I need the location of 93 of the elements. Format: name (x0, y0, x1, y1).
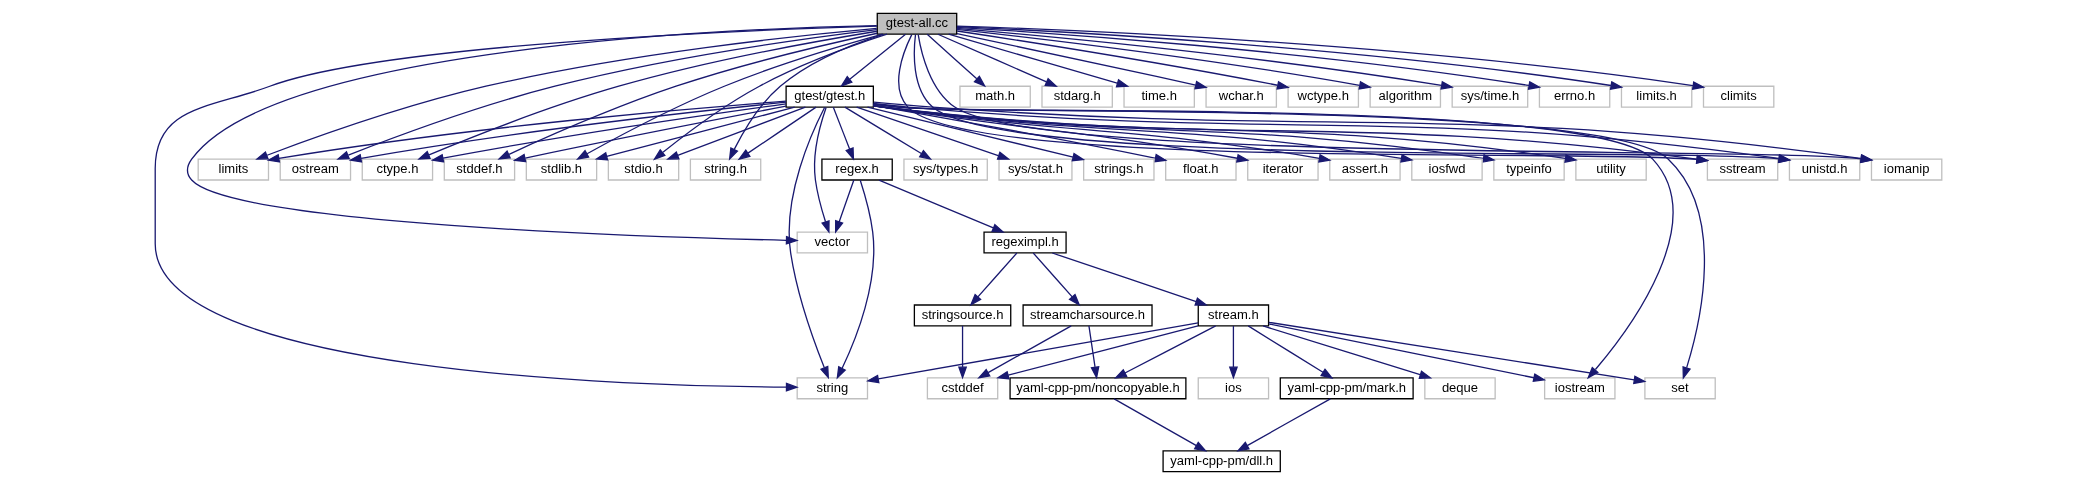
arrow (1113, 398, 1208, 452)
node-box: sys/types.h (903, 158, 988, 181)
arrow (958, 325, 968, 380)
arrow (652, 33, 888, 161)
node-box: iterator (1247, 158, 1319, 181)
arrow (977, 325, 1072, 379)
node-box: algorithm (1369, 85, 1442, 108)
arrow (1051, 252, 1209, 306)
node-box: regeximpl.h (983, 231, 1067, 254)
arrow (186, 24, 878, 245)
node-box: gtest/gtest.h (785, 85, 874, 108)
arrow (1088, 325, 1100, 380)
node-box: strings.h (1083, 158, 1155, 181)
arrow (1032, 252, 1081, 307)
node-box: regex.h (821, 158, 893, 181)
node-box: stringsource.h (913, 304, 1012, 327)
node-box: gtest-all.cc (876, 12, 958, 35)
arrow (856, 106, 1011, 160)
node-box: wctype.h (1287, 85, 1360, 108)
arrow (666, 106, 807, 160)
node-box: assert.h (1329, 158, 1401, 181)
arrow (1228, 325, 1238, 380)
arrow (813, 106, 830, 234)
node-box: yaml-cpp-pm/noncopyable.h (1009, 377, 1187, 400)
node-box: sys/stat.h (998, 158, 1073, 181)
node-box: set (1644, 377, 1716, 400)
node-box: climits (1702, 85, 1775, 108)
node-box: yaml-cpp-pm/mark.h (1279, 377, 1414, 400)
arrow (497, 32, 878, 160)
arrow (996, 325, 1199, 380)
arrow (835, 179, 855, 234)
arrow (1236, 398, 1331, 452)
arrow (788, 106, 830, 380)
node-box: stdlib.h (525, 158, 598, 181)
node-box: typeinfo (1493, 158, 1565, 181)
arrow (844, 106, 933, 161)
arrow (866, 106, 1086, 162)
node-box: iosfwd (1411, 158, 1483, 181)
arrow (594, 106, 796, 161)
node-box: streamcharsource.h (1022, 304, 1153, 327)
node-box: sys/time.h (1451, 85, 1529, 108)
arrow (1268, 321, 1647, 385)
node-box: cstddef (926, 377, 999, 400)
arrow (956, 27, 1454, 90)
node-box: unistd.h (1788, 158, 1861, 181)
node-box: float.h (1165, 158, 1237, 181)
arrow (956, 30, 1290, 90)
node-box: ctype.h (361, 158, 434, 181)
node-box: iomanip (1870, 158, 1943, 181)
arrow (956, 32, 1208, 90)
arrow (839, 33, 907, 88)
node-box: vector (796, 231, 869, 254)
node-box: time.h (1123, 85, 1195, 108)
arrow (836, 179, 875, 380)
arrow (937, 33, 1058, 87)
arrow (154, 25, 878, 392)
arrow (737, 106, 817, 161)
node-box: limits.h (1620, 85, 1693, 108)
arrow (878, 179, 1005, 233)
node-box: wchar.h (1205, 85, 1278, 108)
node-box: ostream (279, 158, 352, 181)
node-box: string (796, 377, 869, 400)
arrow (576, 33, 884, 160)
node-box: stdarg.h (1041, 85, 1113, 108)
node-box: limits (197, 158, 270, 181)
arrow (417, 30, 878, 160)
node-box: math.h (959, 85, 1031, 108)
arrow (832, 106, 855, 161)
arrow (1113, 325, 1217, 379)
node-box: stdio.h (607, 158, 680, 181)
arrow (1262, 325, 1433, 379)
node-box: string.h (689, 158, 762, 181)
arrow (512, 105, 787, 163)
arrow (926, 33, 987, 88)
node-box: sstream (1706, 158, 1779, 181)
node-box: errno.h (1538, 85, 1611, 108)
node-box: yaml-cpp-pm/dll.h (1162, 450, 1281, 473)
arrow (956, 28, 1373, 90)
node-box: ios (1197, 377, 1270, 400)
arrow (866, 322, 1199, 384)
node-box: deque (1424, 377, 1496, 400)
arrow (348, 101, 787, 163)
arrow (430, 103, 787, 163)
node-box: stream.h (1197, 304, 1270, 327)
arrow (948, 33, 1130, 88)
node-box: iostream (1544, 377, 1616, 400)
arrow (728, 33, 884, 161)
arrow (969, 252, 1018, 307)
arrow (266, 100, 787, 163)
node-box: utility (1575, 158, 1647, 181)
arrow (1268, 323, 1547, 383)
node-box: stddef.h (443, 158, 516, 181)
arrow (1247, 325, 1334, 379)
